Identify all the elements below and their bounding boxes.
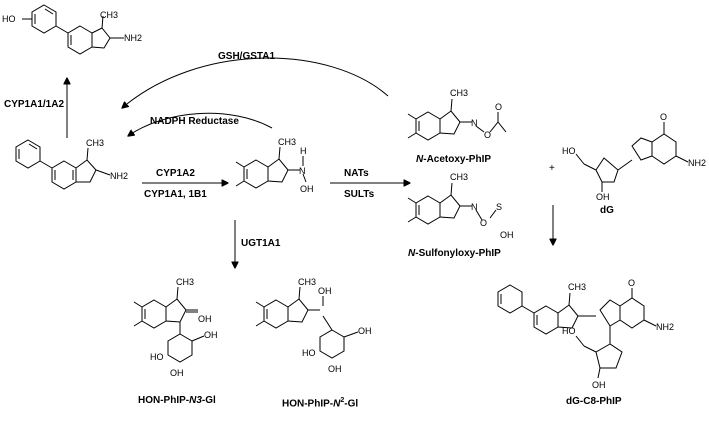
atom-s: S: [496, 202, 502, 212]
structure-dg-c8-phip: [497, 284, 657, 379]
arrow-gsh-gsta1: [122, 57, 389, 108]
atom-nh2: NH2: [688, 158, 706, 168]
caption-text: HON-PhIP-: [138, 395, 190, 406]
structure-n-sulfonyloxy-phip: [407, 182, 497, 225]
reaction-arrows: [67, 57, 553, 268]
label-sults: SULTs: [344, 189, 375, 200]
atom-nh2: NH2: [124, 33, 142, 43]
label-nadph-reductase: NADPH Reductase: [150, 116, 239, 127]
atom-oh: OH: [300, 184, 314, 194]
atom-ho: HO: [150, 352, 164, 362]
plus-sign: +: [549, 163, 555, 174]
atom-ch3: CH3: [176, 277, 194, 287]
atom-ch3: CH3: [298, 277, 316, 287]
atom-nh2: NH2: [110, 171, 128, 181]
caption-text: -Gl: [344, 398, 359, 410]
structure-phip: [15, 139, 111, 190]
caption-superscript: 2: [340, 397, 345, 404]
atom-ho: HO: [562, 326, 576, 336]
atom-ch3: CH3: [278, 137, 296, 147]
label-cyp1a1-1a2: CYP1A1/1A2: [4, 99, 65, 110]
caption-text: -Gl: [201, 395, 216, 406]
atom-nh2: NH2: [656, 322, 674, 332]
atom-oh: OH: [204, 330, 218, 340]
atom-oh: OH: [592, 380, 606, 390]
caption-text: HON-PhIP-: [282, 398, 334, 410]
atom-oh: OH: [596, 192, 610, 202]
atom-o: O: [484, 130, 491, 140]
structure-hon-phip-n2-gl: [255, 286, 359, 359]
atom-labels: HO CH3 NH2 CH3 NH2 CH3 N H OH CH3 N O O …: [2, 10, 706, 390]
atom-ch3: CH3: [450, 172, 468, 182]
atom-ch3: CH3: [568, 282, 586, 292]
label-ugt1a1: UGT1A1: [241, 238, 281, 249]
atom-n: N: [471, 118, 478, 128]
atom-ch3: CH3: [450, 88, 468, 98]
atom-oh: OH: [318, 286, 332, 296]
atom-ho: HO: [2, 14, 16, 24]
caption-n-italic: N: [408, 248, 416, 259]
atom-o: O: [628, 278, 635, 288]
atom-ch3: CH3: [86, 138, 104, 148]
atom-eq-oh: OH: [198, 314, 212, 324]
caption-hon-phip-n2-gl: HON-PhIP-N2-Gl: [282, 395, 358, 410]
atom-oh: OH: [358, 326, 372, 336]
caption-n-acetoxy-phip: N-Acetoxy-PhIP: [416, 154, 491, 166]
caption-hon-phip-n3-gl: HON-PhIP-N3-Gl: [138, 395, 216, 407]
atom-o: O: [660, 112, 667, 122]
label-cyp1a1-1b1: CYP1A1, 1B1: [144, 189, 207, 200]
caption-n3-italic: N3: [189, 395, 202, 406]
caption-text: -Acetoxy-PhIP: [423, 154, 492, 165]
caption-dg: dG: [600, 205, 614, 216]
caption-n-italic: N: [333, 398, 341, 410]
atom-oh: OH: [170, 368, 184, 378]
atom-oh: OH: [500, 230, 514, 240]
atom-o: O: [495, 102, 502, 112]
atom-o: O: [480, 218, 487, 228]
structure-dg: [575, 122, 689, 192]
atom-oh: OH: [328, 364, 342, 374]
structure-hon-phip-n3-gl: [133, 286, 205, 363]
atom-ho: HO: [562, 146, 576, 156]
atom-h: H: [300, 146, 307, 156]
structure-n-hydroxy-phip: [235, 146, 307, 189]
label-cyp1a2: CYP1A2: [156, 168, 195, 179]
caption-dg-c8-phip: dG-C8-PhIP: [566, 396, 622, 407]
atom-n: N: [299, 166, 306, 176]
atom-ch3: CH3: [100, 10, 118, 20]
label-gsh-gsta1: GSH/GSTA1: [218, 51, 276, 62]
arrow-nadph-reductase: [128, 112, 273, 136]
atom-ho: HO: [302, 348, 316, 358]
caption-n-italic: N: [416, 154, 424, 165]
label-nats: NATs: [344, 168, 369, 179]
structure-4-hydroxy-phip: [22, 4, 124, 55]
atom-n: N: [471, 202, 478, 212]
structure-n-acetoxy-phip: [407, 98, 507, 141]
caption-n-sulfonyloxy-phip: N-Sulfonyloxy-PhIP: [408, 248, 501, 260]
caption-text: -Sulfonyloxy-PhIP: [415, 248, 501, 259]
